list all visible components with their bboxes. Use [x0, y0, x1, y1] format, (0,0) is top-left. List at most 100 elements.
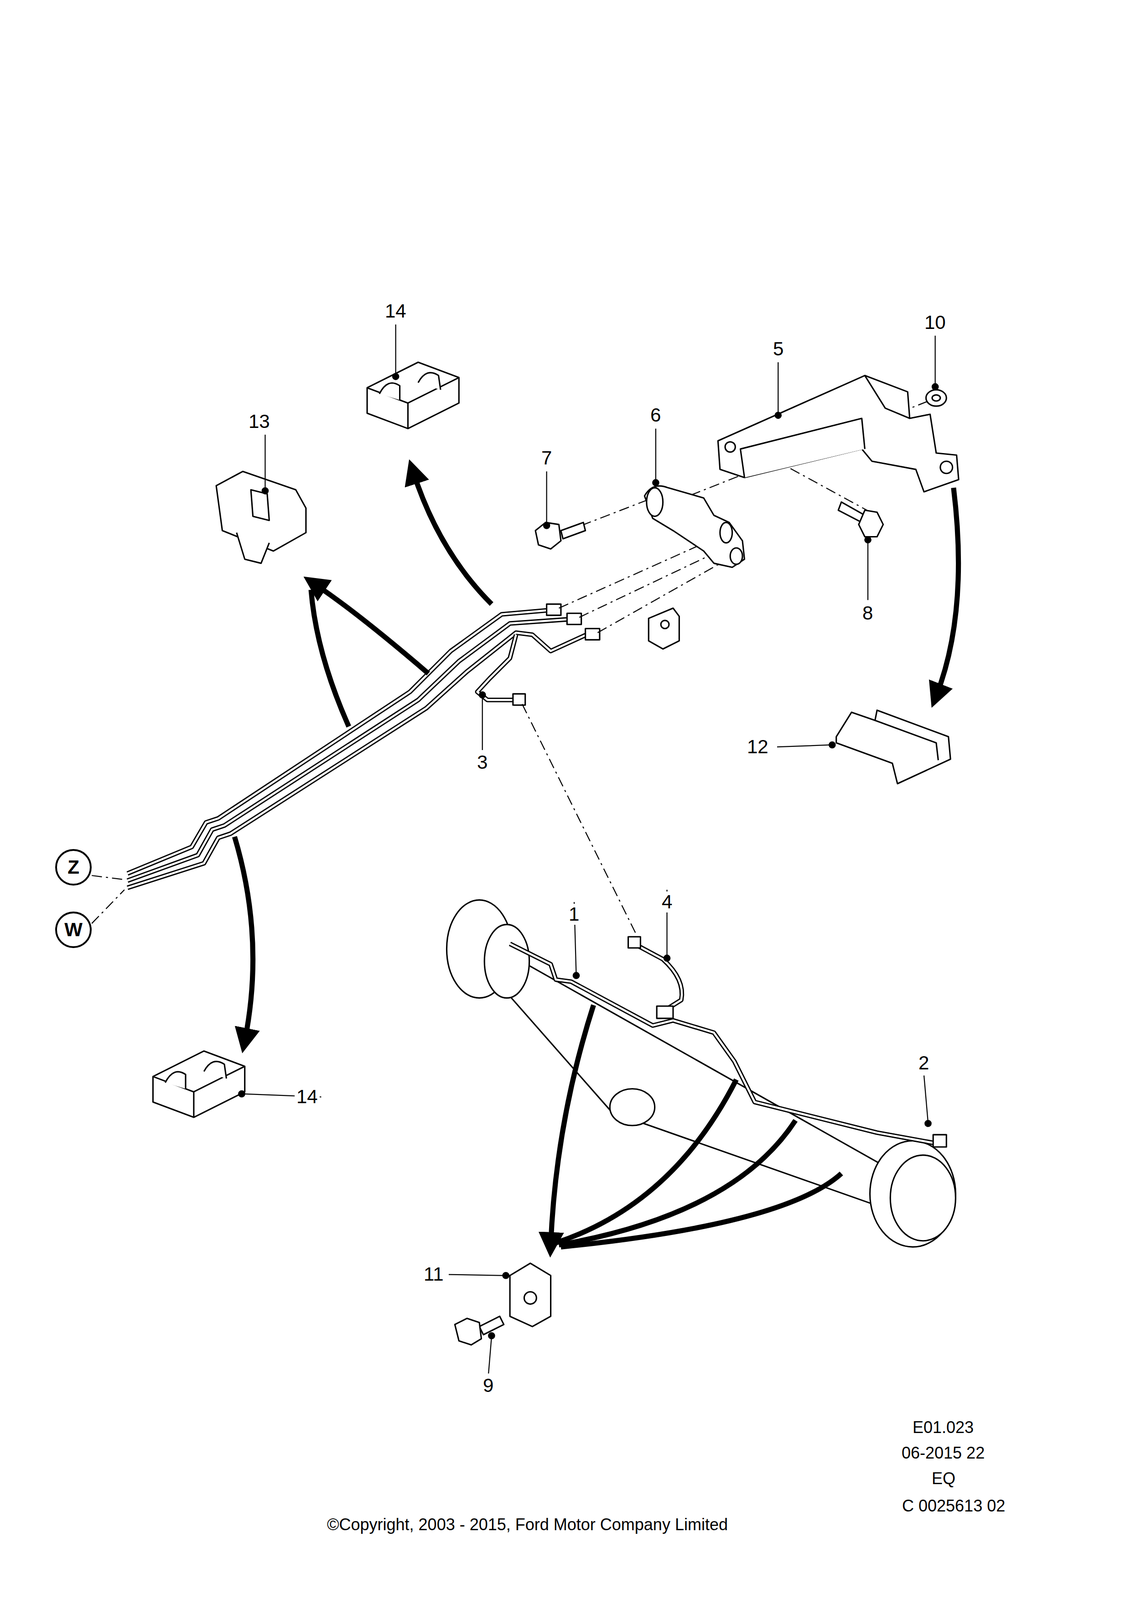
illustration-part: [535, 522, 561, 549]
illustration-part: [165, 1061, 227, 1089]
illustration-part: [664, 954, 670, 961]
illustration-part: [91, 875, 125, 924]
illustration-part: [234, 836, 253, 1041]
illustration-part: [555, 1079, 737, 1243]
illustration-part: [558, 1120, 796, 1245]
illustration-part: [484, 923, 530, 998]
illustration-part: [648, 607, 680, 649]
callout-number: 7: [539, 447, 554, 469]
callout-number: 1: [566, 903, 582, 925]
illustration-part: [127, 619, 568, 881]
illustration-part: [775, 412, 782, 419]
reference-arrows: [234, 471, 959, 1247]
illustration-part: [858, 509, 884, 537]
illustration-part: [720, 522, 733, 543]
illustration-part: [646, 487, 664, 517]
illustration-part: [566, 612, 582, 625]
callout-number: 3: [475, 751, 490, 773]
illustration-part: [864, 536, 871, 543]
illustration-part: [509, 943, 934, 1143]
illustration-part: [585, 628, 600, 640]
illustration-part: [523, 1291, 537, 1304]
illustration-part: [488, 1332, 495, 1339]
illustration-part: [829, 741, 836, 748]
illustration-part: [216, 471, 307, 551]
footer-code: C 0025613 02: [900, 1496, 1007, 1515]
illustration-part: [238, 1090, 245, 1097]
footer-code: EQ: [929, 1468, 958, 1488]
illustration-part: [127, 619, 568, 881]
illustration-part: [311, 589, 349, 727]
illustration-part: [379, 372, 441, 400]
illustration-part: [634, 943, 682, 1010]
illustration-part: [509, 1262, 551, 1327]
axle-pipes: [509, 936, 947, 1147]
illustration-part: [509, 943, 934, 1143]
illustration-part: [936, 487, 959, 696]
callout-number: 2: [916, 1052, 931, 1074]
illustration-part: [932, 394, 941, 401]
illustration-part: [550, 1004, 594, 1245]
illustration-part: [546, 603, 561, 616]
illustration-part: [870, 1140, 956, 1247]
illustration-part: [127, 632, 587, 888]
illustration-part: [543, 522, 550, 529]
illustration-part: [926, 389, 947, 406]
illustration-part: [924, 1120, 931, 1126]
callout-number: 5: [771, 338, 786, 360]
illustration-part: [652, 479, 659, 486]
footer-code: E01.023: [910, 1417, 976, 1437]
illustration-part: [656, 1005, 674, 1018]
callout-number: 11: [421, 1263, 446, 1285]
illustration-part: [367, 377, 459, 429]
components: [152, 362, 959, 1345]
illustration-part: [933, 1134, 947, 1147]
illustration-part: [522, 703, 638, 937]
callout-number: 10: [922, 311, 948, 333]
illustration-part: [477, 634, 517, 700]
illustration-part: [127, 609, 550, 873]
callout-number: 4: [659, 891, 675, 913]
illustration-part: [367, 362, 459, 429]
footer-code: 06-2015 22: [899, 1443, 987, 1462]
illustration-part: [454, 1317, 482, 1345]
reference-letter: W: [64, 919, 83, 940]
illustration-part: [609, 1088, 655, 1126]
illustration-part: [152, 1050, 245, 1117]
illustration-part: [932, 383, 939, 390]
illustration-part: [740, 375, 910, 478]
illustration-part: [560, 522, 586, 539]
copyright-note: ©Copyright, 2003 - 2015, Ford Motor Comp…: [325, 1514, 730, 1534]
illustration-part: [236, 532, 270, 564]
illustration-part: [730, 547, 743, 565]
reference-letter: Z: [67, 857, 80, 877]
illustration-part: [634, 943, 682, 1010]
illustration-part: [660, 620, 670, 629]
illustration-part: [413, 471, 492, 604]
illustration-part: [573, 971, 580, 978]
illustration-part: [628, 936, 641, 948]
callout-number: 13: [246, 410, 272, 432]
callout-number: 9: [481, 1374, 496, 1396]
illustration-part: [242, 324, 935, 1373]
illustration-part: [502, 1271, 509, 1278]
illustration-part: [836, 710, 951, 784]
illustration-part: [262, 487, 269, 494]
leader-lines: [238, 324, 939, 1373]
illustration-part: [890, 1154, 956, 1241]
reference-circle: W: [55, 911, 92, 948]
illustration-part: [717, 375, 959, 492]
pipe-bundle: [91, 397, 937, 937]
illustration-part: [875, 720, 939, 760]
illustration-part: [127, 609, 550, 873]
illustration-part: [477, 634, 517, 700]
illustration-part: [644, 485, 745, 567]
illustration-part: [127, 632, 587, 888]
callout-number: 6: [648, 404, 663, 426]
callout-number: 14: [294, 1085, 320, 1107]
illustration-part: [250, 489, 270, 521]
illustration-part: [152, 1065, 245, 1117]
illustration-part: [479, 691, 486, 698]
